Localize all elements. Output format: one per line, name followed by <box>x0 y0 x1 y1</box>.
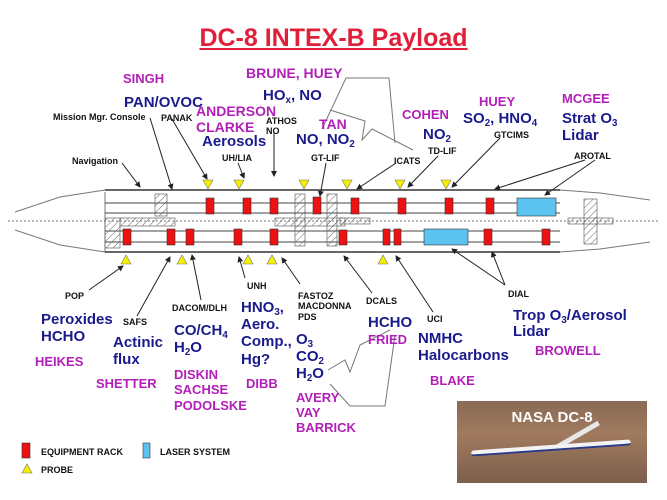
laser-systems <box>423 197 557 246</box>
label-uci: UCI <box>427 314 443 324</box>
meas-halocarbons: Halocarbons <box>418 347 509 364</box>
label-uhlia: UH/LIA <box>222 153 252 163</box>
label-tdlif: TD-LIF <box>428 146 457 156</box>
pi-vay: VAY <box>296 405 321 420</box>
legend-probe-swatch <box>21 463 33 474</box>
label-athos: ATHOS <box>266 116 297 126</box>
legend-rack-label: EQUIPMENT RACK <box>41 447 124 457</box>
pi-heikes: HEIKES <box>35 354 84 369</box>
label-pop: POP <box>65 291 85 301</box>
legend-rack-swatch <box>21 442 31 459</box>
meas-h2o-2: H2O <box>296 365 324 384</box>
label-dcals: DCALS <box>366 296 397 306</box>
pi-fried: FRIED <box>368 332 407 347</box>
pi-avery: AVERY <box>296 390 340 405</box>
meas-hg: Hg? <box>241 351 271 368</box>
label-fastoz: FASTOZ <box>298 291 334 301</box>
legend-laser-label: LASER SYSTEM <box>160 447 231 457</box>
pi-diskin: DISKIN <box>174 367 219 382</box>
meas-no2: NO2 <box>423 126 451 145</box>
equipment-racks <box>122 196 551 246</box>
meas-trop-lidar: Lidar <box>513 323 550 340</box>
meas-hno3: HNO3, <box>241 299 284 318</box>
label-dacom: DACOM/DLH <box>172 303 227 313</box>
label-navigation: Navigation <box>72 156 119 166</box>
probes <box>120 179 452 265</box>
meas-peroxides: Peroxides <box>41 311 113 328</box>
pi-clarke: CLARKE <box>196 119 255 135</box>
label-athos-no: NO <box>266 126 280 136</box>
meas-h2o: H2O <box>174 339 202 358</box>
pi-huey: HUEY <box>479 94 516 109</box>
label-safs: SAFS <box>123 317 148 327</box>
meas-hox-no: HOx, NO <box>263 87 322 106</box>
meas-co2: CO2 <box>296 348 324 367</box>
pi-barrick: BARRICK <box>296 420 356 435</box>
photo-label: NASA DC-8 <box>511 409 593 426</box>
label-macdonna: MACDONNA <box>298 301 352 311</box>
pi-podolske: PODOLSKE <box>174 398 247 413</box>
photo-caption <box>457 485 647 493</box>
meas-flux: flux <box>113 351 140 368</box>
legend-markers <box>21 442 151 474</box>
pi-anderson: ANDERSON <box>196 103 277 119</box>
meas-aero: Aero. <box>241 316 280 333</box>
meas-o3: O3 <box>296 331 314 350</box>
meas-strat-o3: Strat O3 <box>562 110 618 129</box>
meas-hcho-2: HCHO <box>368 314 413 331</box>
meas-strat-lidar: Lidar <box>562 127 599 144</box>
meas-hcho: HCHO <box>41 328 86 345</box>
label-gtlif: GT-LIF <box>311 153 340 163</box>
meas-pan-ovoc: PAN/OVOC <box>124 94 203 111</box>
label-gtcims: GTCIMS <box>494 130 529 140</box>
label-mission-console: Mission Mgr. Console <box>53 112 146 122</box>
meas-no-no2: NO, NO2 <box>296 131 355 150</box>
pi-dibb: DIBB <box>246 376 278 391</box>
pi-blake: BLAKE <box>430 373 475 388</box>
legend-probe-label: PROBE <box>41 465 74 475</box>
legend-laser-swatch <box>142 442 151 459</box>
meas-co-ch4: CO/CH4 <box>174 322 228 341</box>
pi-singh: SINGH <box>123 71 165 86</box>
photo-plane <box>470 439 632 457</box>
page-title: DC-8 INTEX-B Payload <box>199 24 468 52</box>
pi-tan: TAN <box>319 116 347 132</box>
meas-actinic: Actinic <box>113 334 164 351</box>
pi-brune-huey: BRUNE, HUEY <box>246 65 343 81</box>
label-icats: ICATS <box>394 156 421 166</box>
pi-sachse: SACHSE <box>174 382 229 397</box>
pi-mcgee: MCGEE <box>562 91 610 106</box>
label-dial: DIAL <box>508 289 529 299</box>
meas-aerosols: Aerosols <box>202 133 267 150</box>
meas-nmhc: NMHC <box>418 330 463 347</box>
bracket-lines <box>321 77 414 407</box>
dc8-photo: NASA DC-8 <box>457 401 647 483</box>
label-arotal: AROTAL <box>574 151 611 161</box>
pi-shetter: SHETTER <box>96 376 157 391</box>
label-unh: UNH <box>247 281 267 291</box>
pi-browell: BROWELL <box>535 343 601 358</box>
meas-comp: Comp., <box>241 333 292 350</box>
label-pds: PDS <box>298 312 317 322</box>
hatched-areas <box>104 193 614 249</box>
pi-cohen: COHEN <box>402 107 449 122</box>
pointer-arrows <box>88 117 596 317</box>
label-panak: PANAK <box>161 113 193 123</box>
meas-trop-o3: Trop O3/Aerosol <box>513 307 627 326</box>
meas-so2-hno4: SO2, HNO4 <box>463 110 538 129</box>
